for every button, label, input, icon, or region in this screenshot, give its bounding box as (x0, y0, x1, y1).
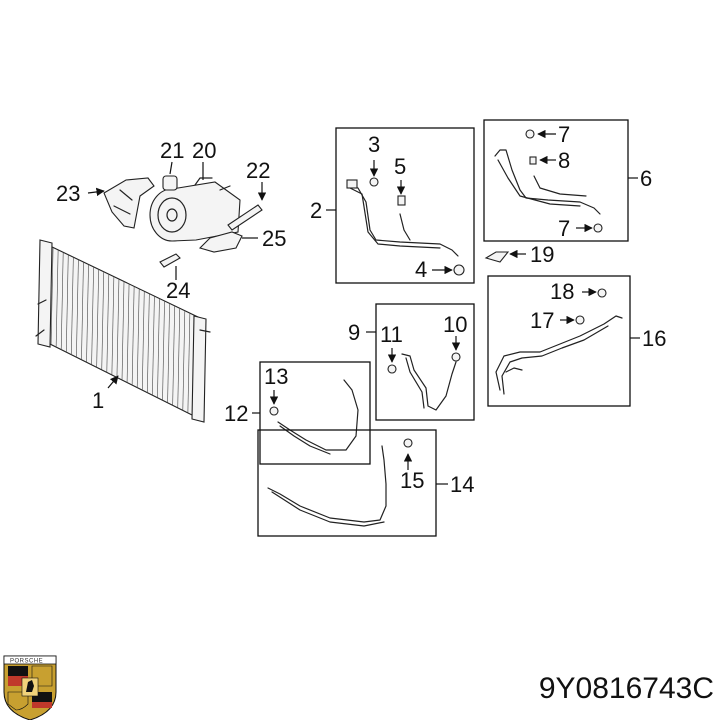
callout-14: 14 (450, 472, 474, 497)
pipe-part-9 (387, 352, 461, 411)
bracket-part-19 (484, 251, 510, 263)
condenser-fin (162, 300, 165, 401)
condenser-fin (76, 259, 79, 358)
callout-7a: 7 (558, 122, 570, 147)
logo-wordmark: PORSCHE (10, 659, 43, 665)
condenser-fin (172, 305, 175, 406)
callout-10: 10 (443, 312, 467, 337)
callout-17: 17 (530, 308, 554, 333)
part-number-label: 9Y0816743C (539, 672, 714, 705)
callout-labels: 1 2 3 4 5 6 7 7 8 9 10 11 12 13 14 15 16… (56, 122, 666, 497)
condenser-fin (106, 274, 110, 373)
bushing-part (162, 175, 178, 191)
callout-13: 13 (264, 364, 288, 389)
callout-23: 23 (56, 181, 80, 206)
condenser-fin (81, 262, 84, 360)
callout-2: 2 (310, 198, 322, 223)
callout-18: 18 (550, 279, 574, 304)
pipe-part-16 (495, 288, 623, 395)
condenser-fin (86, 264, 89, 363)
callout-11: 11 (380, 322, 403, 347)
callout-22: 22 (246, 158, 270, 183)
part-box-2 (335, 127, 475, 284)
condenser-fin (182, 310, 186, 411)
callout-5: 5 (394, 154, 406, 179)
condenser-fin (91, 266, 94, 365)
condenser-fin (101, 271, 105, 370)
callout-4: 4 (415, 257, 427, 282)
callout-15: 15 (400, 468, 424, 493)
condenser-fin (50, 247, 54, 345)
callout-7b: 7 (558, 216, 570, 241)
leader-lines (87, 129, 640, 485)
part-box-6 (483, 119, 629, 242)
pipe-part-12 (269, 379, 359, 455)
callout-20: 20 (192, 138, 216, 163)
callout-25: 25 (262, 226, 286, 251)
pipe-part-2 (346, 177, 465, 276)
compressor-bracket-part (103, 177, 155, 229)
condenser-fin (136, 288, 140, 388)
part-box-9 (375, 303, 475, 421)
part-box-16 (487, 275, 631, 407)
condenser-fin (177, 308, 181, 408)
pipe-part-6 (494, 129, 603, 233)
callout-12: 12 (224, 401, 248, 426)
condenser-fin (111, 276, 115, 375)
callout-19: 19 (530, 242, 554, 267)
callout-1: 1 (92, 388, 104, 413)
callout-8: 8 (558, 148, 570, 173)
compressor-part (149, 177, 241, 249)
condenser-fin (121, 281, 125, 381)
pipe-part-14 (267, 438, 413, 527)
condenser-fin (131, 286, 135, 386)
porsche-crest-logo: PORSCHE (3, 655, 57, 720)
condenser-fin (116, 279, 120, 378)
callout-24: 24 (166, 278, 190, 303)
condenser-fin (60, 252, 64, 350)
condenser-fin (71, 257, 74, 355)
callout-6: 6 (640, 166, 652, 191)
condenser-fin (141, 291, 145, 391)
condenser-part (35, 239, 211, 423)
condenser-fin (152, 296, 155, 396)
condenser-fin (167, 303, 170, 403)
condenser-fin (147, 293, 150, 393)
part-box-14 (257, 429, 437, 537)
condenser-fin (96, 269, 99, 368)
callout-21: 21 (160, 138, 184, 163)
mounting-bracket-part (198, 231, 243, 253)
callout-3: 3 (368, 132, 380, 157)
condenser-fin (55, 249, 59, 348)
callout-16: 16 (642, 326, 666, 351)
condenser-fin (65, 254, 69, 353)
screw-part (159, 253, 181, 268)
callout-9: 9 (348, 320, 360, 345)
condenser-fin (157, 298, 160, 398)
bolt-part (227, 204, 263, 231)
condenser-fin (187, 313, 191, 413)
condenser-fin (126, 283, 130, 383)
